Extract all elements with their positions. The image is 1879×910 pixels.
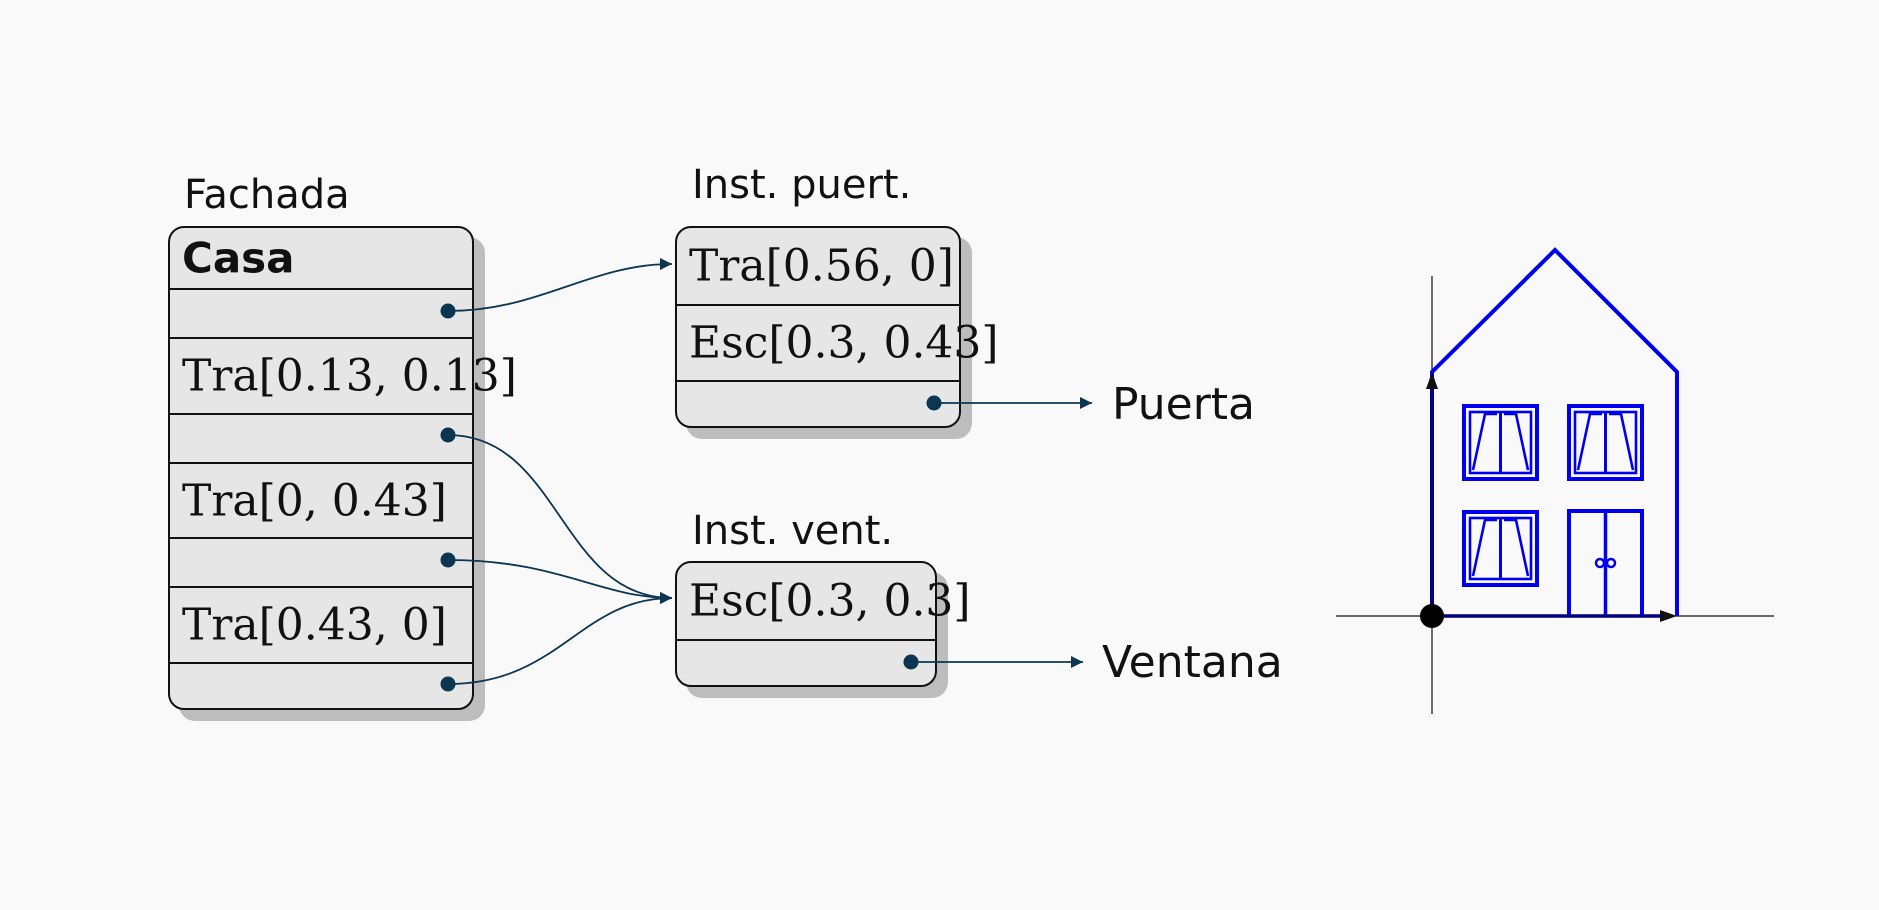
pointer-dot <box>903 654 919 670</box>
casa-pointer-cell-4 <box>170 662 472 712</box>
casa-transform-2: Tra[0, 0.43] <box>182 475 447 526</box>
casa-pointer-cell-2 <box>170 413 472 462</box>
window-top-left <box>1462 404 1539 481</box>
casa-transform-cell-1: Tra[0.13, 0.13] <box>170 337 517 413</box>
pointer-dot <box>440 552 456 568</box>
ventana-transform-cell-1: Esc[0.3, 0.3] <box>677 563 971 639</box>
casa-label: Casa <box>182 233 295 283</box>
casa-node: Casa Tra[0.13, 0.13] Tra[0, 0.43] Tra[0.… <box>168 226 517 712</box>
casa-pointer-cell-1 <box>170 288 472 337</box>
casa-transform-1: Tra[0.13, 0.13] <box>182 350 517 402</box>
ventana-label: Ventana <box>1102 637 1283 688</box>
puerta-transform-cell-2: Esc[0.3, 0.43] <box>677 304 999 380</box>
casa-transform-3: Tra[0.43, 0] <box>182 599 447 651</box>
edge-casa-to-ventana-1 <box>447 434 673 604</box>
puerta-transform-2: Esc[0.3, 0.43] <box>689 317 999 369</box>
frame-y-arrowhead <box>1426 372 1438 389</box>
ventana-instance-title: Inst. vent. <box>692 508 894 554</box>
pointer-dot <box>440 427 456 443</box>
edge-casa-to-puerta <box>447 258 673 312</box>
window-top-right <box>1567 404 1644 481</box>
ventana-pointer-cell <box>677 639 935 689</box>
fachada-title: Fachada <box>184 172 350 218</box>
pointer-dot <box>440 303 456 319</box>
casa-transform-cell-3: Tra[0.43, 0] <box>170 586 472 662</box>
casa-header-cell: Casa <box>170 228 472 288</box>
puerta-transform-1: Tra[0.56, 0] <box>689 240 954 292</box>
casa-pointer-cell-3 <box>170 537 472 586</box>
edge-casa-to-ventana-3 <box>447 592 673 685</box>
pointer-dot <box>926 395 942 411</box>
house-door <box>1567 509 1644 616</box>
edge-casa-to-ventana-2 <box>447 559 673 604</box>
puerta-instance-node: Tra[0.56, 0] Esc[0.3, 0.43] <box>675 226 999 430</box>
window-bottom-left <box>1462 510 1539 587</box>
frame-x-arrowhead <box>1660 610 1677 622</box>
casa-transform-cell-2: Tra[0, 0.43] <box>170 462 472 537</box>
pointer-dot <box>440 676 456 692</box>
puerta-label: Puerta <box>1112 379 1256 430</box>
puerta-transform-cell-1: Tra[0.56, 0] <box>677 228 959 304</box>
puerta-instance-title: Inst. puert. <box>692 162 912 208</box>
puerta-pointer-cell <box>677 380 959 430</box>
ventana-transform-1: Esc[0.3, 0.3] <box>689 575 971 627</box>
ventana-instance-node: Esc[0.3, 0.3] <box>675 561 971 689</box>
origin-dot <box>1420 604 1444 628</box>
